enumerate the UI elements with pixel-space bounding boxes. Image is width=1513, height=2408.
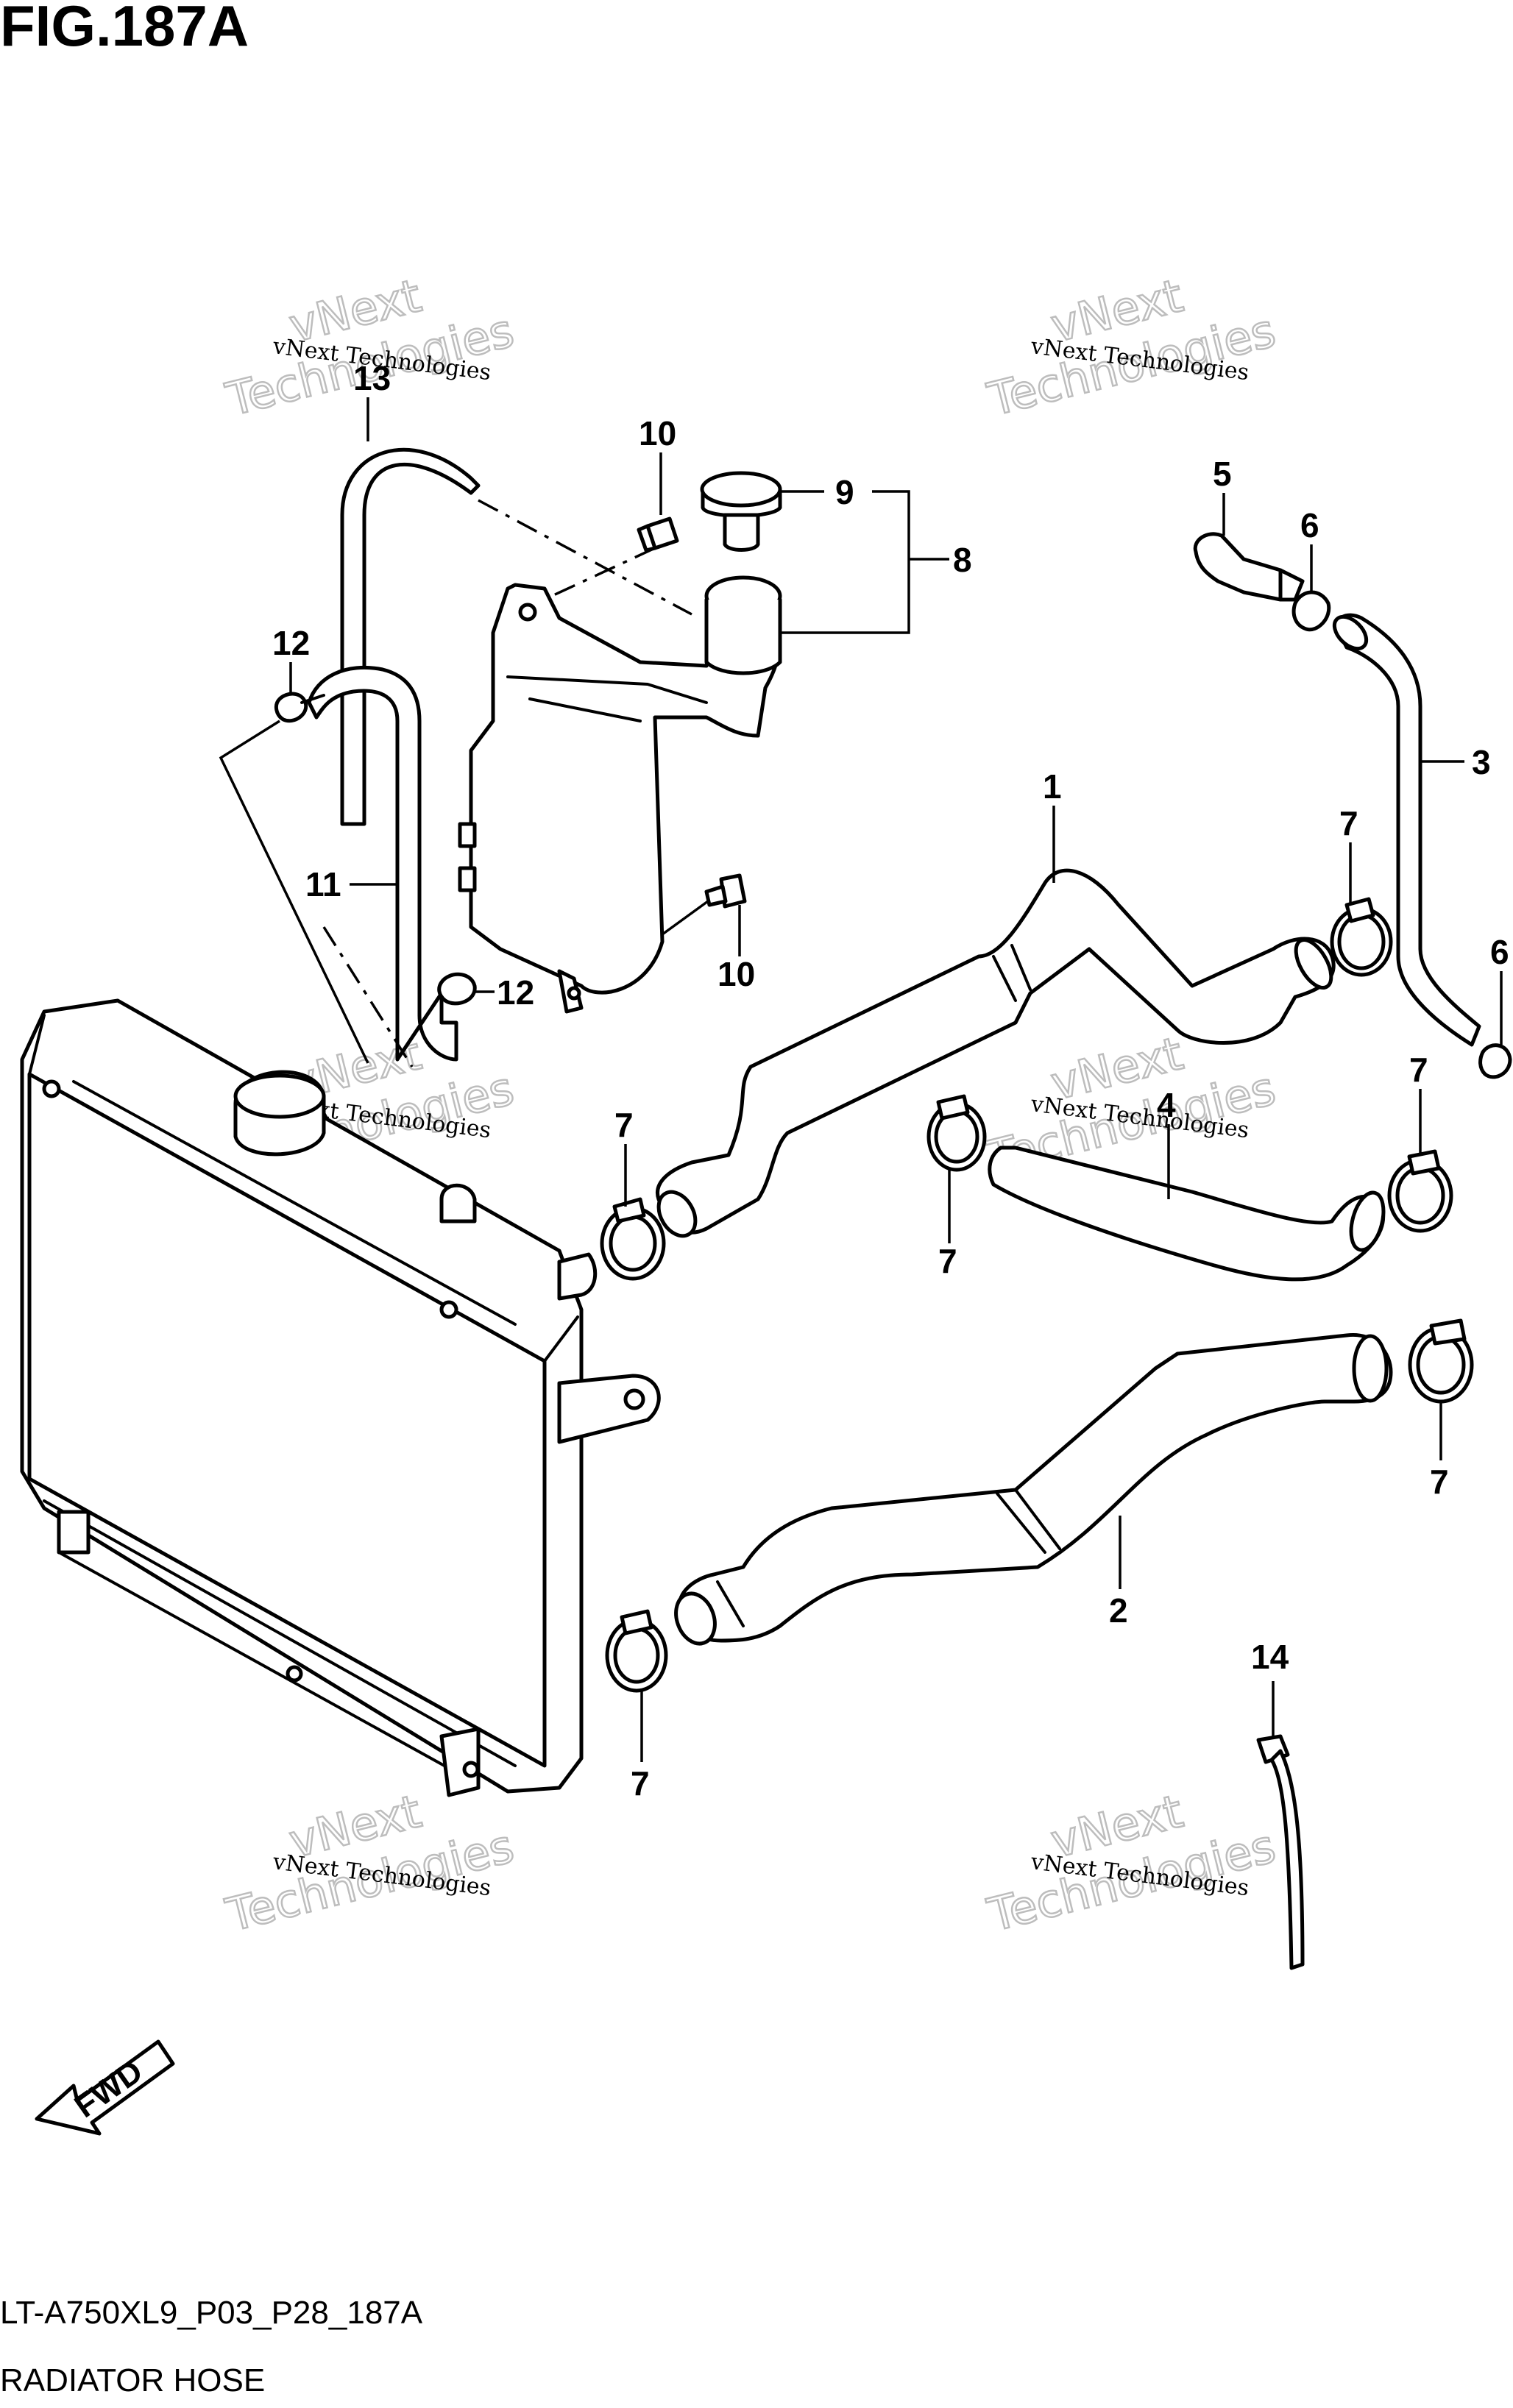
figure-title: FIG.187A xyxy=(0,0,249,58)
hose-4 xyxy=(988,1146,1386,1282)
watermark-bottom-left: vNext Technologies vNext Technologies xyxy=(220,1783,520,1943)
callout-13: 13 xyxy=(353,359,391,397)
cable-tie-14 xyxy=(1256,1734,1305,1970)
figure-caption: RADIATOR HOSE xyxy=(0,2362,265,2398)
bolt-upper xyxy=(637,516,679,553)
watermark-bottom-right: vNext Technologies vNext Technologies xyxy=(982,1783,1282,1943)
callout-10-upper: 10 xyxy=(639,414,676,452)
callout-14: 14 xyxy=(1251,1638,1289,1676)
clamp-7-a xyxy=(1330,897,1393,977)
reservoir-tank xyxy=(458,575,782,1014)
callout-7-d: 7 xyxy=(1409,1051,1428,1089)
callout-7-b: 7 xyxy=(614,1106,634,1144)
callout-10-lower: 10 xyxy=(717,955,755,993)
callout-4: 4 xyxy=(1157,1086,1176,1124)
callout-8: 8 xyxy=(953,541,972,579)
overflow-hose-13 xyxy=(340,447,481,826)
clip-6-upper xyxy=(1291,590,1331,632)
clamp-7-c xyxy=(926,1094,987,1172)
upper-radiator-hose-1 xyxy=(656,868,1336,1238)
clamp-7-b xyxy=(600,1197,666,1281)
callout-7-e: 7 xyxy=(1430,1463,1449,1501)
callout-6-upper: 6 xyxy=(1300,506,1319,544)
clamp-7-f xyxy=(605,1609,668,1693)
clip-lower xyxy=(437,972,477,1006)
breather-hose-11 xyxy=(307,665,458,1062)
callout-7-f: 7 xyxy=(631,1764,650,1803)
watermark-top-right: vNext Technologies vNext Technologies xyxy=(982,268,1282,427)
callout-7-c: 7 xyxy=(938,1242,957,1280)
callout-12-upper: 12 xyxy=(272,624,310,662)
clip-upper xyxy=(274,692,325,723)
callout-2: 2 xyxy=(1109,1591,1128,1630)
callout-6-lower: 6 xyxy=(1490,933,1509,971)
radiator xyxy=(20,998,661,1797)
hose-3 xyxy=(1332,613,1481,1047)
clamp-7-e xyxy=(1408,1318,1474,1404)
bolt-lower xyxy=(704,873,747,909)
figure-code: LT-A750XL9_P03_P28_187A xyxy=(0,2295,423,2331)
lower-radiator-hose-2 xyxy=(674,1332,1393,1646)
callout-11: 11 xyxy=(305,865,341,903)
callout-3: 3 xyxy=(1472,743,1491,781)
clip-6-lower xyxy=(1478,1043,1512,1079)
watermark-top-left: vNext Technologies vNext Technologies xyxy=(220,268,520,427)
fitting-5 xyxy=(1193,532,1305,602)
reservoir-cap xyxy=(700,471,782,552)
clamp-7-d xyxy=(1387,1149,1453,1233)
leader-lines xyxy=(219,397,1503,1762)
callout-7-a: 7 xyxy=(1339,804,1358,842)
callout-labels: 13 10 9 8 5 6 3 6 12 11 12 10 1 7 7 4 7 … xyxy=(272,359,1509,1803)
callout-12-lower: 12 xyxy=(497,973,534,1012)
callout-9: 9 xyxy=(835,473,854,511)
callout-5: 5 xyxy=(1213,455,1232,493)
callout-1: 1 xyxy=(1043,767,1062,806)
fwd-arrow-icon: FWD xyxy=(35,2039,175,2136)
